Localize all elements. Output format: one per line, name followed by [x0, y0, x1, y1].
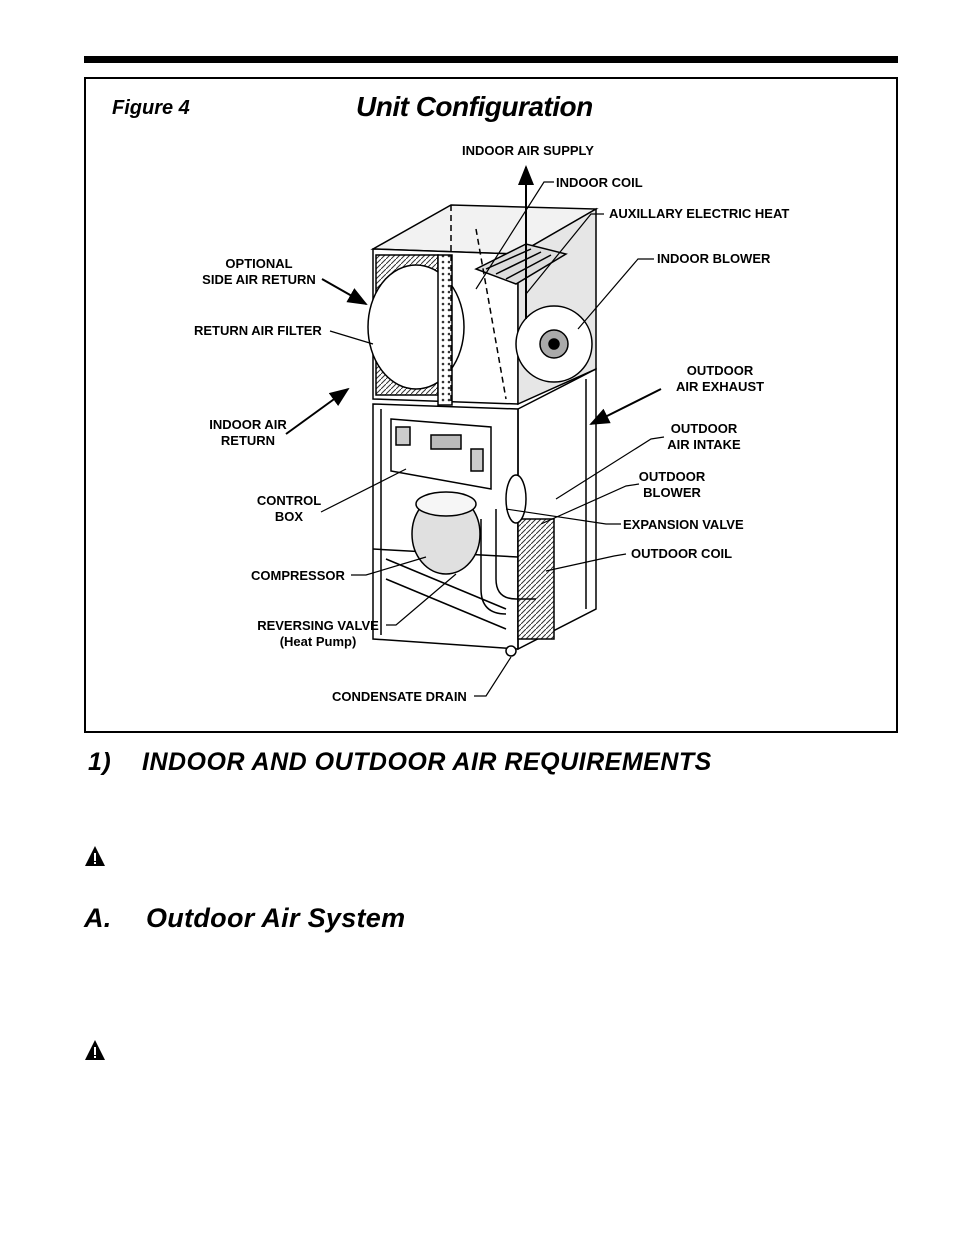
callout-line: REVERSING VALVE [257, 618, 379, 633]
callout-return-air-filter: RETURN AIR FILTER [194, 323, 322, 338]
subsection-heading: A. Outdoor Air System [84, 903, 405, 934]
outdoor-coil [517, 518, 555, 640]
callout-outdoor-coil: OUTDOOR COIL [631, 546, 733, 561]
warning-icon [85, 1040, 105, 1060]
callout-line: SIDE AIR RETURN [202, 272, 316, 287]
callout-line: INDOOR AIR [209, 417, 287, 432]
callout-compressor: COMPRESSOR [251, 568, 345, 583]
section-heading: 1) INDOOR AND OUTDOOR AIR REQUIREMENTS [88, 748, 712, 777]
callout-control-box: CONTROL BOX [244, 493, 334, 525]
callout-line: RETURN [220, 433, 276, 448]
section-title: INDOOR AND OUTDOOR AIR REQUIREMENTS [142, 748, 712, 776]
figure-frame: Figure 4 Unit Configuration [84, 77, 898, 733]
callout-line: (Heat Pump) [279, 634, 357, 649]
figure-title: Unit Configuration [356, 91, 593, 122]
callout-line: AIR EXHAUST [675, 379, 765, 394]
refrigerant-piping [495, 509, 536, 600]
callout-condensate-drain: CONDENSATE DRAIN [332, 689, 467, 704]
outdoor-blower [505, 474, 527, 524]
callout-auxillary-electric-heat: AUXILLARY ELECTRIC HEAT [609, 206, 790, 221]
callout-line: BLOWER [643, 485, 701, 500]
warning-icon [85, 846, 105, 866]
callout-reversing-valve: REVERSING VALVE (Heat Pump) [248, 618, 388, 650]
callout-line: AIR INTAKE [667, 437, 741, 452]
callout-expansion-valve: EXPANSION VALVE [623, 517, 744, 532]
supply-grille [474, 243, 568, 285]
top-rule [84, 56, 898, 63]
return-air-filter [437, 254, 453, 406]
callout-line: OUTDOOR [638, 469, 706, 484]
callout-line: OUTDOOR [670, 421, 738, 436]
callout-line: CONTROL [256, 493, 322, 508]
figure-label: Figure 4 [112, 97, 190, 119]
unit-configuration-diagram [285, 165, 665, 697]
section-number: 1) [88, 748, 112, 776]
callout-outdoor-blower: OUTDOOR BLOWER [627, 469, 717, 501]
callout-indoor-coil: INDOOR COIL [556, 175, 643, 190]
callout-outdoor-air-exhaust: OUTDOOR AIR EXHAUST [660, 363, 780, 395]
callout-indoor-air-supply: INDOOR AIR SUPPLY [462, 143, 594, 158]
callout-line: OUTDOOR [686, 363, 754, 378]
control-box [390, 418, 492, 490]
callout-indoor-blower: INDOOR BLOWER [657, 251, 771, 266]
subsection-title: Outdoor Air System [146, 903, 406, 933]
callout-outdoor-air-intake: OUTDOOR AIR INTAKE [654, 421, 754, 453]
callout-indoor-air-return: INDOOR AIR RETURN [198, 417, 298, 449]
callout-optional-side-air-return: OPTIONAL SIDE AIR RETURN [194, 256, 324, 288]
subsection-letter: A. [84, 903, 112, 933]
condensate-drain-fitting [505, 645, 517, 657]
callout-line: BOX [274, 509, 304, 524]
callout-line: OPTIONAL [225, 256, 293, 271]
